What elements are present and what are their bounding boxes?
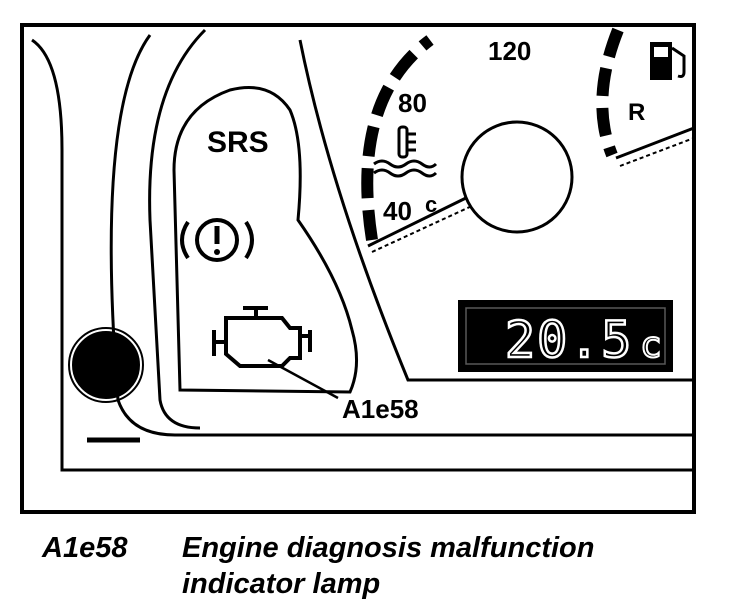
bezel-third-line — [148, 28, 207, 430]
callout-label: A1e58 — [342, 394, 419, 424]
gauge-label-40: 40 — [383, 196, 412, 226]
knob-icon — [72, 331, 140, 399]
dial-lower-line — [298, 39, 694, 382]
caption-line-1: Engine diagnosis malfunction — [182, 532, 595, 564]
callout-leader — [267, 358, 339, 400]
gauge-label-120: 120 — [488, 36, 531, 66]
display-value: 20.5 — [505, 311, 633, 369]
temperature-gauge-arc — [361, 35, 434, 241]
brake-warning-icon — [180, 218, 254, 262]
check-engine-icon — [212, 306, 312, 368]
bezel-outer-line — [31, 38, 694, 472]
warning-panel-outline — [172, 86, 359, 394]
outer-frame — [20, 23, 696, 514]
srs-label: SRS — [207, 126, 269, 159]
gear-label-r: R — [628, 99, 645, 126]
temperature-gauge-base-inner — [371, 204, 475, 253]
gauge-hub — [460, 120, 574, 234]
fuel-gauge-arc — [596, 27, 624, 158]
fuel-gauge-base-inner — [619, 137, 695, 167]
fuel-gauge-base — [615, 126, 695, 160]
gauge-label-80: 80 — [398, 88, 427, 118]
digital-display — [458, 300, 673, 372]
caption-text: Engine diagnosis malfunction indicator l… — [182, 530, 702, 602]
temperature-gauge-base — [367, 194, 471, 248]
display-unit: c — [640, 325, 662, 366]
coolant-temperature-icon — [373, 125, 438, 178]
caption-line-2: indicator lamp — [182, 568, 381, 600]
gauge-unit-c: c — [425, 192, 437, 217]
bezel-second-line — [109, 34, 694, 437]
digital-display-inner — [465, 307, 666, 365]
caption-code: A1e58 — [42, 532, 128, 564]
knob-ring — [68, 327, 144, 403]
fuel-pump-icon — [650, 42, 686, 80]
